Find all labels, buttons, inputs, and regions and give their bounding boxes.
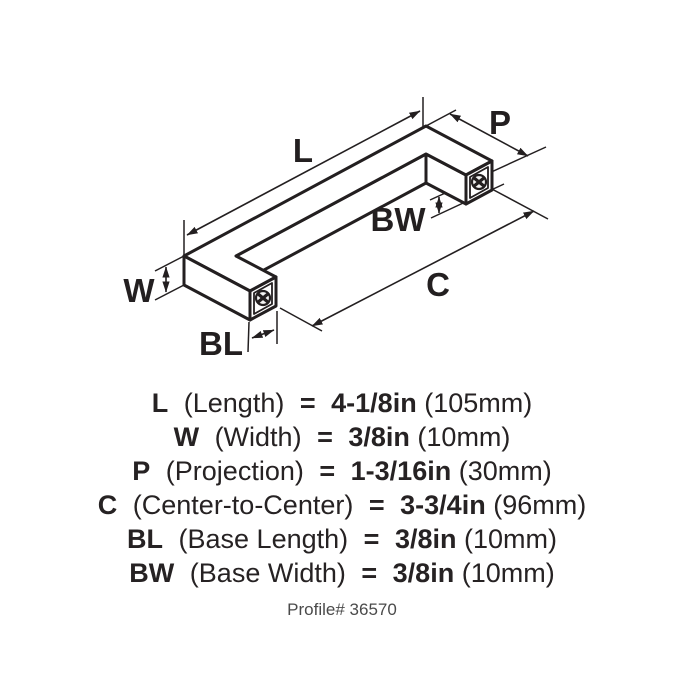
center-label: C [426,266,450,303]
spec-value: 3-3/4in [400,490,486,520]
spec-row: BW (Base Width) = 3/8in (10mm) [0,556,692,590]
spec-name: (Base Width) [189,558,346,588]
dimension-width: W [123,255,185,309]
projection-dim-line [449,113,529,157]
spec-equals: = [361,558,378,588]
right-post-cap-rim [469,166,489,199]
center-tick-right [489,187,549,220]
spec-name: (Center-to-Center) [132,490,354,520]
spec-row: BL (Base Length) = 3/8in (10mm) [0,522,692,556]
spec-metric: (30mm) [458,456,552,486]
width-label: W [123,272,155,309]
right-post-end [464,159,494,206]
spec-row: C (Center-to-Center) = 3-3/4in (96mm) [0,488,692,522]
handle-body [182,124,494,322]
length-dim-line [186,110,421,236]
spec-abbr: L [151,388,169,418]
spec-equals: = [319,456,336,486]
width-tick-bottom [154,284,185,301]
spec-name: (Base Length) [178,524,349,554]
spec-metric: (10mm) [461,558,555,588]
spec-name: (Width) [214,422,302,452]
left-post-cap-rim [253,282,273,315]
spec-value: 3/8in [348,422,410,452]
spec-abbr: BW [129,558,175,588]
spec-row: W (Width) = 3/8in (10mm) [0,420,692,454]
dimension-center-to-center: C [279,187,549,332]
projection-label: P [489,104,511,141]
profile-number: Profile# 36570 [287,600,397,619]
spec-row: P (Projection) = 1-3/16in (30mm) [0,454,692,488]
projection-tick-near [425,109,457,127]
spec-name: (Projection) [165,456,304,486]
spec-equals: = [317,422,333,452]
center-tick-left [279,307,323,332]
width-tick-top [154,255,185,272]
spec-metric: (105mm) [424,388,533,418]
spec-value: 4-1/8in [331,388,417,418]
spec-list: L (Length) = 4-1/8in (105mm) W (Width) =… [0,386,692,590]
dimension-length: L [183,97,424,260]
spec-value: 3/8in [392,558,455,588]
spec-abbr: BL [127,524,163,554]
dimension-base-length: BL [199,311,278,362]
right-screw-phillips-icon [473,176,485,188]
spec-name: (Length) [183,388,285,418]
spec-value: 3/8in [394,524,457,554]
spec-equals: = [363,524,380,554]
base-length-tick-left [247,321,250,353]
left-screw-phillips-icon [257,292,269,304]
spec-abbr: C [97,490,118,520]
base-length-label: BL [199,325,243,362]
spec-metric: (10mm) [417,422,511,452]
spec-abbr: P [132,456,151,486]
spec-abbr: W [173,422,200,452]
spec-metric: (10mm) [463,524,557,554]
center-dim-line [311,210,535,327]
length-label: L [293,132,313,169]
base-length-arrow [251,329,275,339]
spec-metric: (96mm) [493,490,587,520]
handle-isometric-diagram: L P BW C W BL [123,97,549,362]
spec-value: 1-3/16in [350,456,452,486]
spec-equals: = [299,388,316,418]
left-post-end [248,275,278,322]
spec-equals: = [368,490,385,520]
spec-row: L (Length) = 4-1/8in (105mm) [0,386,692,420]
